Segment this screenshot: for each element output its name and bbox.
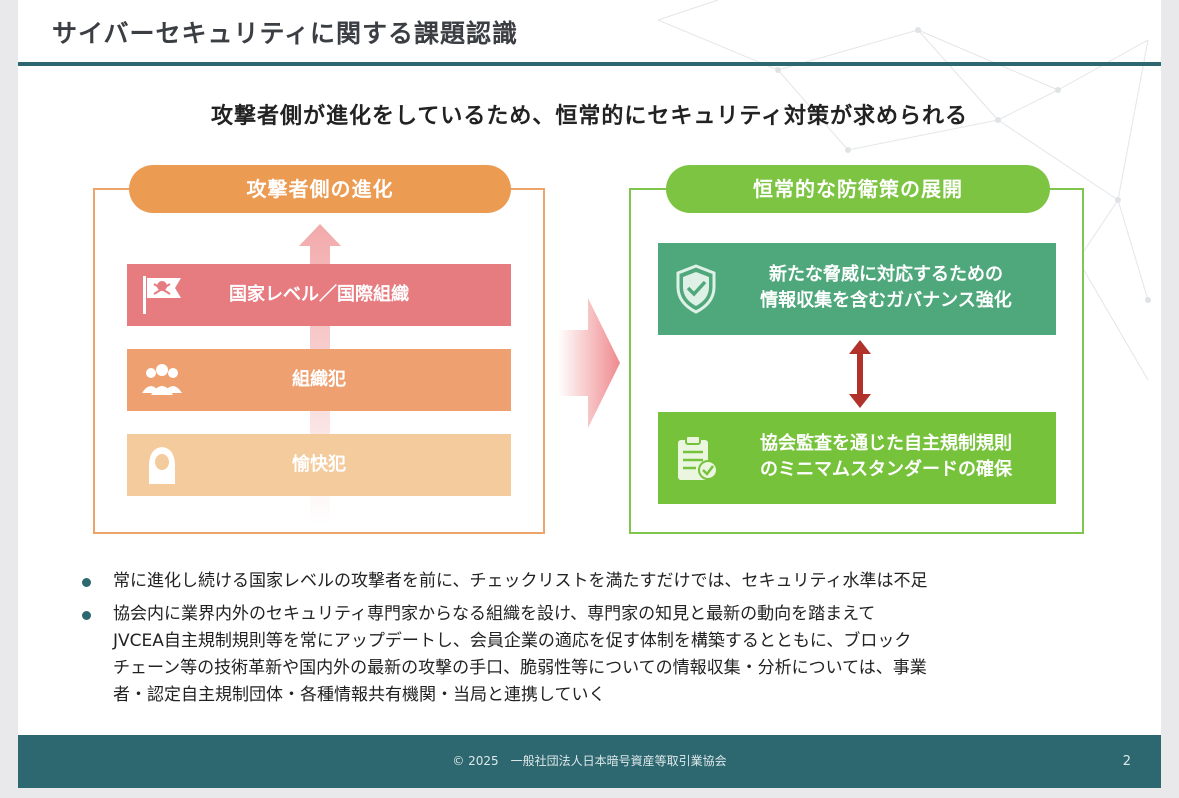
bullet-2-line-3: チェーン等の技術革新や国内外の最新の攻撃の手口、脆弱性等についての情報収集・分析… [113,658,927,678]
level-organized-crime-bar: 組織犯 [127,349,511,411]
group-icon [142,364,182,395]
audit-standard-box: 協会監査を通じた自主規制規則 のミニマムスタンダードの確保 [658,412,1056,504]
audit-line-1: 協会監査を通じた自主規制規則 [760,433,1012,454]
slide-subtitle: 攻撃者側が進化をしているため、恒常的にセキュリティ対策が求められる [210,104,969,129]
transition-arrow-icon [558,298,620,428]
level-joyriders-label: 愉快犯 [292,454,346,475]
bullet-list: 常に進化し続ける国家レベルの攻撃者を前に、チェックリストを満たすだけでは、セキュ… [82,568,1122,715]
governance-line-1: 新たな脅威に対応するための [769,264,1003,285]
defense-header: 恒常的な防衛策の展開 [666,165,1050,213]
bullet-2-line-1: 協会内に業界内外のセキュリティ専門家からなる組織を設け、専門家の知見と最新の動向… [113,604,876,624]
pirate-flag-icon [143,276,181,314]
double-arrow-icon [849,340,871,408]
governance-box: 新たな脅威に対応するための 情報収集を含むガバナンス強化 [658,243,1056,335]
page-title: サイバーセキュリティに関する課題認識 [52,19,519,48]
footer-copyright: © 2025 一般社団法人日本暗号資産等取引業協会 [452,754,727,768]
bullet-dot-icon [82,611,91,620]
shield-check-icon [676,264,716,314]
audit-line-2: のミニマムスタンダードの確保 [760,459,1012,480]
footer: © 2025 一般社団法人日本暗号資産等取引業協会 2 [18,735,1161,788]
level-organized-crime-label: 組織犯 [292,369,346,390]
governance-line-2: 情報収集を含むガバナンス強化 [760,290,1012,311]
bullet-2-line-2: JVCEA自主規制規則等を常にアップデートし、会員企業の適応を促す体制を構築する… [113,631,912,651]
bullet-2-line-4: 者・認定自主規制団体・各種情報共有機関・当局と連携していく [113,685,606,705]
title-divider [18,62,1161,66]
bullet-item: 常に進化し続ける国家レベルの攻撃者を前に、チェックリストを満たすだけでは、セキュ… [82,568,1122,595]
bullet-item: 協会内に業界内外のセキュリティ専門家からなる組織を設け、専門家の知見と最新の動向… [82,601,1122,709]
attacker-evolution-header: 攻撃者側の進化 [129,165,511,213]
bullet-dot-icon [82,578,91,587]
level-national-bar: 国家レベル／国際組織 [127,264,511,326]
bullet-1-line-1: 常に進化し続ける国家レベルの攻撃者を前に、チェックリストを満たすだけでは、セキュ… [113,571,928,591]
level-national-label: 国家レベル／国際組織 [229,284,409,305]
hooded-hacker-icon [149,447,175,484]
page-number: 2 [1122,754,1131,769]
level-joyriders-bar: 愉快犯 [127,434,511,496]
slide: サイバーセキュリティに関する課題認識 攻撃者側が進化をしているため、恒常的にセキ… [18,0,1161,788]
clipboard-check-icon [678,435,718,480]
